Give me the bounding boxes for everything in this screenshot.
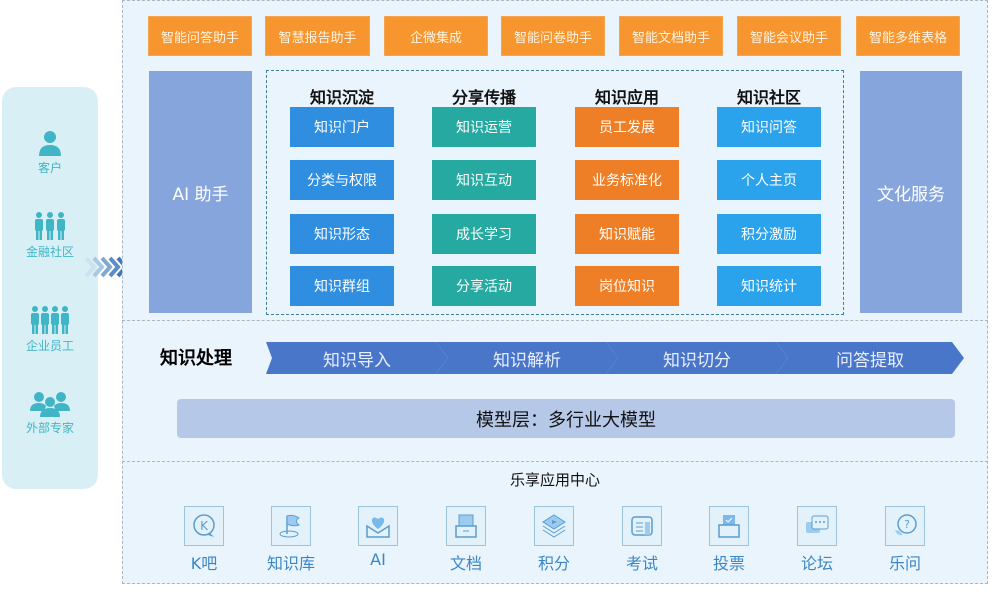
module-cell[interactable]: 岗位知识 bbox=[575, 266, 679, 306]
assistant-document[interactable]: 智能文档助手 bbox=[619, 16, 723, 56]
module-cell[interactable]: 知识统计 bbox=[717, 266, 821, 306]
assistant-survey[interactable]: 智能问卷助手 bbox=[501, 16, 605, 56]
app-center-title: 乐享应用中心 bbox=[509, 471, 600, 489]
divider bbox=[122, 461, 988, 462]
column-title-application: 知识应用 bbox=[594, 88, 659, 107]
forum-bubbles-icon bbox=[806, 515, 829, 533]
app-ai[interactable]: AI bbox=[348, 506, 408, 569]
module-cell[interactable]: 知识门户 bbox=[290, 107, 394, 147]
user-label: 金融社区 bbox=[25, 245, 74, 259]
user-employees: 企业员工 bbox=[2, 305, 98, 354]
app-label: K吧 bbox=[190, 554, 218, 573]
user-label: 企业员工 bbox=[25, 339, 74, 353]
app-label: 论坛 bbox=[800, 554, 833, 573]
knowledge-modules-box bbox=[266, 70, 844, 315]
team-icon bbox=[30, 392, 70, 417]
module-cell[interactable]: 业务标准化 bbox=[575, 160, 679, 200]
module-cell[interactable]: 知识问答 bbox=[717, 107, 821, 147]
k-chat-icon: K bbox=[193, 514, 215, 537]
module-cell[interactable]: 个人主页 bbox=[717, 160, 821, 200]
assistant-wecom[interactable]: 企微集成 bbox=[384, 16, 488, 56]
app-kba[interactable]: K K吧 bbox=[174, 506, 234, 574]
column-title-accumulation: 知识沉淀 bbox=[309, 88, 374, 107]
app-knowledge-base[interactable]: 知识库 bbox=[261, 506, 321, 574]
svg-text:?: ? bbox=[904, 518, 910, 531]
process-step-split: 知识切分 bbox=[606, 342, 788, 374]
user-finance-community: 金融社区 bbox=[2, 211, 98, 260]
module-cell[interactable]: 知识形态 bbox=[290, 214, 394, 254]
group-three-icon bbox=[35, 212, 65, 240]
ballot-box-icon bbox=[718, 515, 740, 538]
app-label: 积分 bbox=[537, 554, 570, 573]
app-points[interactable]: 积分 bbox=[524, 506, 584, 574]
assistant-report[interactable]: 智慧报告助手 bbox=[265, 16, 370, 56]
module-cell[interactable]: 分类与权限 bbox=[290, 160, 394, 200]
module-cell[interactable]: 知识赋能 bbox=[575, 214, 679, 254]
user-external-experts: 外部专家 bbox=[2, 391, 98, 436]
document-tray-icon bbox=[455, 514, 477, 538]
svg-text:K: K bbox=[200, 519, 209, 533]
question-bubble-icon: ? bbox=[895, 514, 917, 536]
module-cell[interactable]: 知识互动 bbox=[432, 160, 536, 200]
app-lewen[interactable]: ? 乐问 bbox=[875, 506, 935, 574]
column-title-community: 知识社区 bbox=[736, 88, 801, 107]
culture-service-column: 文化服务 bbox=[860, 71, 962, 313]
user-panel: 客户 金融社区 企业员工 外部专家 bbox=[2, 87, 98, 489]
module-cell[interactable]: 员工发展 bbox=[575, 107, 679, 147]
user-label: 客户 bbox=[37, 161, 62, 175]
app-label: 文档 bbox=[449, 554, 482, 573]
assistant-qa[interactable]: 智能问答助手 bbox=[148, 16, 252, 56]
app-voting[interactable]: 投票 bbox=[699, 506, 759, 574]
process-step-qa-extract: 问答提取 bbox=[776, 342, 964, 374]
column-title-sharing: 分享传播 bbox=[451, 88, 516, 107]
ai-assistant-column: AI 助手 bbox=[149, 71, 252, 313]
module-cell[interactable]: 成长学习 bbox=[432, 214, 536, 254]
person-icon bbox=[39, 131, 61, 156]
process-step-import: 知识导入 bbox=[266, 342, 448, 374]
app-label: 考试 bbox=[625, 554, 658, 573]
module-cell[interactable]: 分享活动 bbox=[432, 266, 536, 306]
user-label: 外部专家 bbox=[25, 421, 74, 435]
assistant-multitable[interactable]: 智能多维表格 bbox=[856, 16, 960, 56]
module-cell[interactable]: 知识运营 bbox=[432, 107, 536, 147]
app-documents[interactable]: 文档 bbox=[436, 506, 496, 574]
user-customer: 客户 bbox=[2, 129, 98, 176]
flag-icon bbox=[279, 514, 301, 538]
app-label: AI bbox=[370, 550, 386, 569]
model-layer-bar: 模型层：多行业大模型 bbox=[177, 399, 955, 438]
app-forum[interactable]: 论坛 bbox=[787, 506, 847, 574]
app-exams[interactable]: 考试 bbox=[612, 506, 672, 574]
app-label: 乐问 bbox=[888, 554, 921, 573]
divider bbox=[122, 320, 988, 321]
heart-envelope-icon bbox=[366, 517, 390, 538]
module-cell[interactable]: 积分激励 bbox=[717, 214, 821, 254]
process-step-parse: 知识解析 bbox=[436, 342, 618, 374]
assistant-meeting[interactable]: 智能会议助手 bbox=[737, 16, 841, 56]
book-stack-icon bbox=[542, 514, 566, 538]
exam-paper-icon bbox=[631, 516, 653, 536]
app-label: 知识库 bbox=[266, 554, 315, 573]
processing-title: 知识处理 bbox=[160, 348, 232, 369]
module-cell[interactable]: 知识群组 bbox=[290, 266, 394, 306]
group-four-icon bbox=[31, 306, 69, 334]
app-label: 投票 bbox=[712, 554, 745, 573]
